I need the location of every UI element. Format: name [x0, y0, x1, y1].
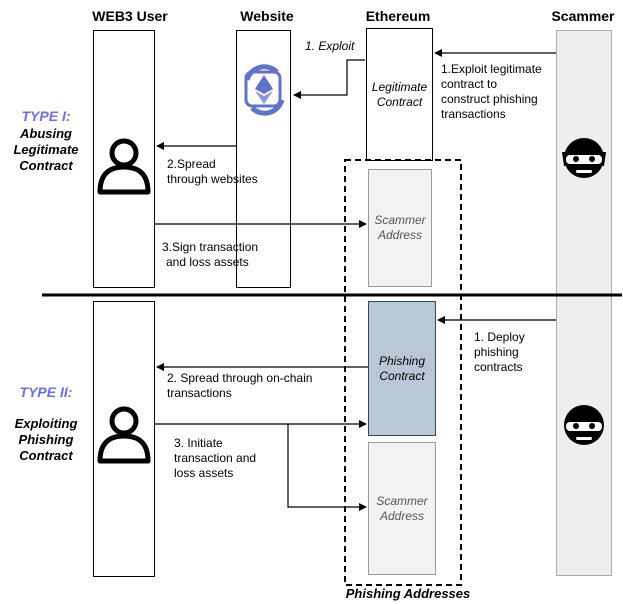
initiate-label: 3. Initiate transaction and loss assets: [174, 436, 256, 481]
exploit-legitimate-line-4: transactions: [441, 107, 506, 121]
spread-onchain-line-2: transactions: [167, 386, 232, 400]
deploy-label: 1. Deploy phishing contracts: [474, 330, 525, 375]
phishing-contract-label-2: Contract: [379, 368, 425, 383]
initiate-line-1: 3. Initiate: [174, 436, 223, 450]
type-1-subtitle-3: Contract: [19, 158, 73, 173]
sign-transaction-line-2: and loss assets: [166, 255, 249, 269]
type-2-subtitle-2: Phishing: [18, 432, 74, 447]
scammer-address-2-label-2: Address: [379, 508, 425, 523]
exploit-legitimate-label: 1.Exploit legitimate contract to constru…: [441, 62, 542, 122]
exploit-legitimate-line-3: construct phishing: [441, 92, 538, 106]
deploy-line-1: 1. Deploy: [474, 330, 525, 344]
scammer-icon: [564, 405, 604, 445]
scammer-address-1-label-2: Address: [377, 228, 423, 242]
header-ethereum: Ethereum: [365, 8, 431, 24]
deploy-line-3: contracts: [474, 360, 523, 374]
web3-user-lane-bottom: [93, 301, 155, 577]
scammer-icon: [562, 138, 606, 178]
exploit-label: 1. Exploit: [305, 39, 355, 53]
type-2-subtitle-1: Exploiting: [14, 416, 78, 431]
type-2-label: TYPE II: Exploiting Phishing Contract: [4, 384, 88, 464]
spread-onchain-line-1: 2. Spread through on-chain: [167, 371, 313, 385]
initiate-line-2: transaction and: [174, 451, 257, 465]
type-1-label: TYPE I: Abusing Legitimate Contract: [4, 108, 88, 174]
web3-user-lane-top: [93, 30, 155, 288]
spread-websites-line-2: through websites: [167, 172, 258, 186]
legitimate-contract-label-1: Legitimate: [371, 79, 428, 94]
exploit-legitimate-line-1: 1.Exploit legitimate: [441, 62, 542, 76]
type-2-title: TYPE II:: [19, 384, 73, 400]
initiate-to-scammer-arrow: [287, 424, 367, 511]
type-1-subtitle-1: Abusing: [20, 126, 72, 141]
exploit-arrow: [293, 59, 365, 99]
phishing-contract-label-1: Phishing: [378, 353, 426, 368]
type-1-subtitle-2: Legitimate: [13, 142, 79, 157]
sign-transaction-line-1: 3.Sign transaction: [162, 240, 259, 254]
scammer-address-1-label-1: Scammer: [374, 213, 426, 227]
header-web3-user: WEB3 User: [92, 8, 168, 24]
scammer-lane: [556, 30, 612, 576]
deploy-line-2: phishing: [474, 345, 519, 359]
scammer-address-2-label-1: Scammer: [376, 493, 428, 508]
header-scammer: Scammer: [551, 8, 615, 24]
type-1-title: TYPE I:: [21, 108, 71, 124]
phishing-addresses-caption: Phishing Addresses: [345, 586, 471, 601]
user-icon: [97, 138, 151, 195]
sign-transaction-label: 3.Sign transaction and loss assets: [162, 240, 258, 270]
legitimate-contract-label-2: Contract: [376, 94, 423, 109]
header-website: Website: [240, 8, 294, 24]
exploit-legitimate-line-2: contract to: [441, 77, 498, 91]
spread-websites-label: 2.Spread through websites: [167, 157, 258, 187]
spread-onchain-label: 2. Spread through on-chain transactions: [167, 371, 312, 401]
initiate-line-3: loss assets: [174, 466, 234, 480]
user-icon: [97, 406, 151, 464]
spread-websites-line-1: 2.Spread: [167, 157, 216, 171]
type-2-subtitle-3: Contract: [19, 448, 73, 463]
ethereum-logo-icon: [244, 64, 285, 116]
